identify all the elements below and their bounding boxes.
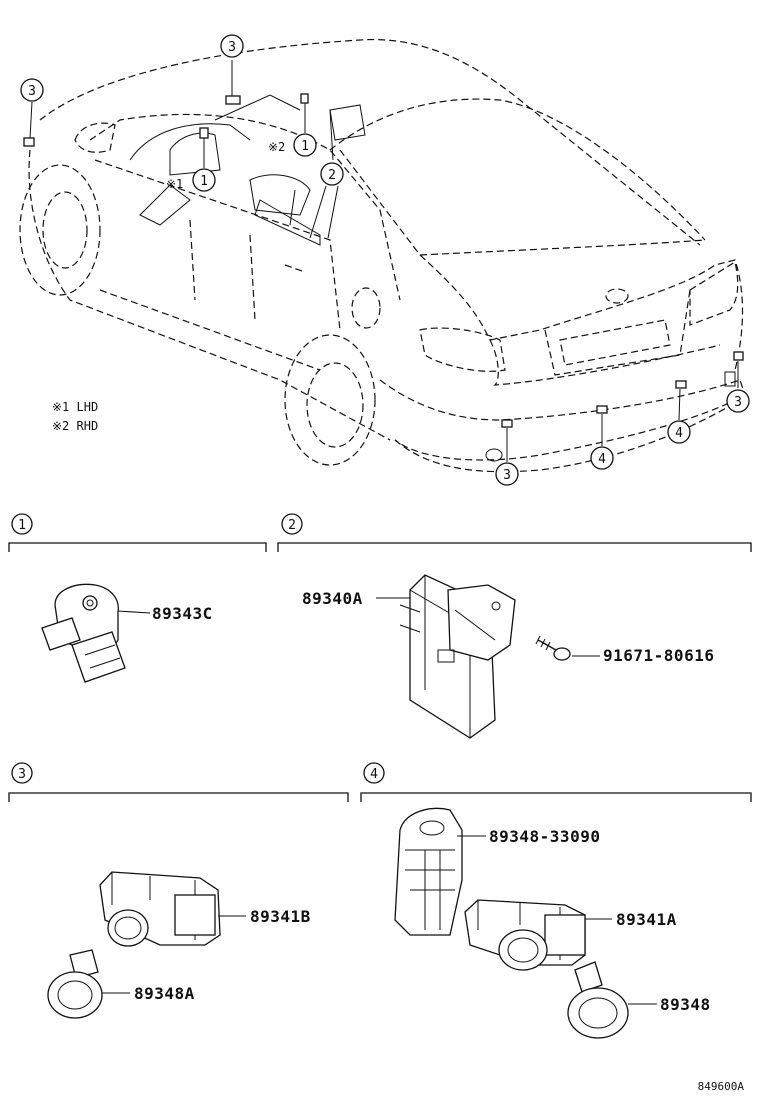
note-lhd: ※1 LHD: [52, 400, 98, 414]
part-label-89340a: 89340A: [302, 589, 363, 608]
callout-leaders: [29, 60, 739, 462]
callout-3-top: 3: [220, 34, 244, 58]
section-3-number: 3: [18, 767, 26, 782]
part-89348a-illustration: [47, 949, 103, 1019]
section-1-header: 1: [8, 513, 267, 552]
callout-3-front-left: 3: [20, 78, 44, 102]
rhd-marker: ※2: [268, 140, 285, 154]
part-89341b-illustration: [99, 871, 221, 947]
note-rhd: ※2 RHD: [52, 419, 98, 433]
callout-3-label: 3: [228, 40, 236, 55]
callout-4-label: 4: [675, 426, 683, 441]
callout-1-lhd: 1: [192, 168, 216, 192]
callout-3-label: 3: [28, 84, 36, 99]
section-2-header: 2: [277, 513, 752, 552]
callout-4-rear-right: 4: [667, 420, 691, 444]
section-4-number: 4: [370, 767, 378, 782]
callout-3-rear-right: 3: [726, 389, 750, 413]
part-label-89348-33090: 89348-33090: [489, 827, 600, 846]
section-1-number: 1: [18, 518, 26, 533]
section-3-header: 3: [8, 762, 349, 802]
part-label-89348a: 89348A: [134, 984, 195, 1003]
section-2-number: 2: [288, 518, 296, 533]
lhd-marker: ※1: [166, 177, 183, 191]
callout-3-label: 3: [734, 395, 742, 410]
part-label-89343c: 89343C: [152, 604, 213, 623]
part-89340a-illustration: [399, 574, 516, 739]
callout-4-label: 4: [598, 452, 606, 467]
part-89348-illustration: [567, 961, 629, 1039]
diagram-code: 849600A: [698, 1080, 745, 1093]
callout-1-label: 1: [200, 174, 208, 189]
callout-2-overview: 2: [320, 162, 344, 186]
section-4-header: 4: [360, 762, 752, 802]
part-label-89348: 89348: [660, 995, 711, 1014]
callout-1-rhd: 1: [293, 133, 317, 157]
callout-4-rear-center: 4: [590, 446, 614, 470]
car-illustration: [19, 38, 746, 473]
part-89343c-illustration: [41, 583, 126, 683]
part-label-91671-80616: 91671-80616: [603, 646, 714, 665]
part-89341a-illustration: [464, 899, 586, 971]
part-label-89341b: 89341B: [250, 907, 311, 926]
bolt-91671-illustration: [535, 635, 571, 661]
callout-3-label: 3: [503, 468, 511, 483]
callout-1-label: 1: [301, 139, 309, 154]
part-89348-33090-illustration: [394, 807, 463, 936]
leader-89343c: [117, 610, 151, 614]
callout-3-rear-left: 3: [495, 462, 519, 486]
callout-2-label: 2: [328, 168, 336, 183]
part-label-89341a: 89341A: [616, 910, 677, 929]
